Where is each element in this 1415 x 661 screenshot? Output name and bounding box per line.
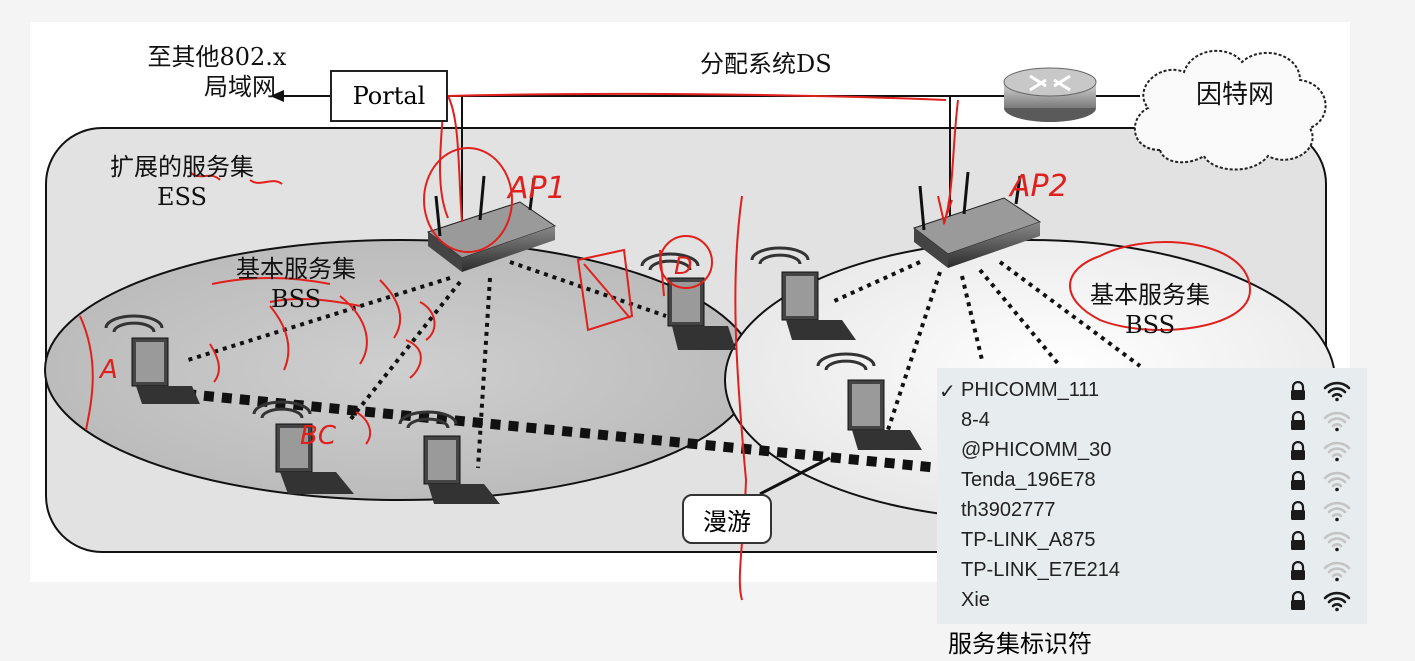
- wifi-network-name: 8-4: [961, 409, 990, 431]
- portal-label: Portal: [352, 82, 426, 110]
- wifi-network-item[interactable]: Xie: [937, 586, 1367, 616]
- bss2-label: 基本服务集 BSS: [1060, 280, 1240, 340]
- bss1-label: 基本服务集 BSS: [206, 254, 386, 314]
- ink-label-a: A: [98, 355, 118, 385]
- checkmark-icon: ✓: [939, 381, 956, 403]
- wifi-network-item[interactable]: TP-LINK_E7E214: [937, 556, 1367, 586]
- lock-icon: [1291, 441, 1305, 460]
- wifi-network-item[interactable]: TP-LINK_A875: [937, 526, 1367, 556]
- internet-label: 因特网: [1196, 80, 1275, 110]
- lock-icon: [1291, 381, 1305, 400]
- wifi-network-item[interactable]: 8-4: [937, 406, 1367, 436]
- laptop-icon: [252, 400, 354, 494]
- lock-icon: [1291, 501, 1305, 520]
- wifi-network-name: @PHICOMM_30: [961, 439, 1112, 461]
- roaming-label-box: 漫游: [682, 494, 772, 544]
- other-lan-line2: 局域网: [204, 73, 276, 101]
- wifi-network-item[interactable]: ✓PHICOMM_111: [937, 376, 1367, 406]
- wifi-icon: [1323, 411, 1351, 432]
- ssid-caption: 服务集标识符: [948, 630, 1092, 658]
- lock-icon: [1291, 591, 1305, 610]
- wifi-network-name: Xie: [961, 589, 990, 611]
- cloud-icon: [1133, 49, 1327, 171]
- laptop-icon: [104, 314, 200, 404]
- bss1-line1: 基本服务集: [236, 255, 356, 283]
- roaming-pointer: [759, 456, 831, 496]
- roaming-path: [185, 389, 961, 475]
- other-lan-label: 至其他802.x 局域网: [132, 42, 302, 102]
- wifi-icon: [1323, 591, 1351, 612]
- bss2-line1: 基本服务集: [1090, 281, 1210, 309]
- roaming-label: 漫游: [703, 507, 751, 536]
- access-point-icon: [912, 171, 1042, 268]
- lock-icon: [1291, 471, 1305, 490]
- wifi-network-name: Tenda_196E78: [961, 469, 1096, 491]
- wifi-network-name: TP-LINK_E7E214: [961, 559, 1120, 581]
- wifi-network-name: TP-LINK_A875: [961, 529, 1096, 551]
- ess-label: 扩展的服务集 ESS: [92, 152, 272, 212]
- wifi-icon: [1323, 531, 1351, 552]
- ds-label: 分配系统DS: [700, 50, 832, 78]
- ink-label-ap2: AP2: [1008, 169, 1068, 204]
- wifi-icon: [1323, 471, 1351, 492]
- ink-label-ap1: AP1: [506, 171, 566, 206]
- wifi-network-item[interactable]: @PHICOMM_30: [937, 436, 1367, 466]
- wifi-icon: [1323, 381, 1351, 402]
- wifi-icon: [1323, 441, 1351, 462]
- wifi-icon: [1323, 561, 1351, 582]
- ink-label-bc: BC: [300, 421, 337, 451]
- ess-line2: ESS: [157, 183, 207, 211]
- bss2-line2: BSS: [1124, 311, 1176, 339]
- wifi-network-name: th3902777: [961, 499, 1056, 521]
- ess-line1: 扩展的服务集: [110, 153, 254, 181]
- lock-icon: [1291, 411, 1305, 430]
- portal-arrowhead: [270, 90, 284, 102]
- lock-icon: [1291, 561, 1305, 580]
- bss1-links: [187, 260, 667, 469]
- wifi-network-item[interactable]: th3902777: [937, 496, 1367, 526]
- lock-icon: [1291, 531, 1305, 550]
- ink-annotations: [79, 92, 1297, 601]
- wifi-network-item[interactable]: Tenda_196E78: [937, 466, 1367, 496]
- wifi-icon: [1323, 501, 1351, 522]
- ink-labels: AP1 AP2 A BC D: [98, 169, 1068, 451]
- access-point-icon: [426, 175, 557, 272]
- laptop-icon: [750, 246, 856, 340]
- portal-box: Portal: [330, 70, 448, 122]
- bss1-line2: BSS: [270, 285, 322, 313]
- bss2-links: [831, 260, 1142, 437]
- router-icon: [1003, 67, 1097, 122]
- laptop-icon: [816, 352, 922, 450]
- other-lan-line1: 至其他802.x: [147, 43, 287, 71]
- wifi-network-name: PHICOMM_111: [961, 379, 1100, 401]
- laptop-icon: [398, 410, 500, 504]
- ink-label-d: D: [674, 252, 692, 280]
